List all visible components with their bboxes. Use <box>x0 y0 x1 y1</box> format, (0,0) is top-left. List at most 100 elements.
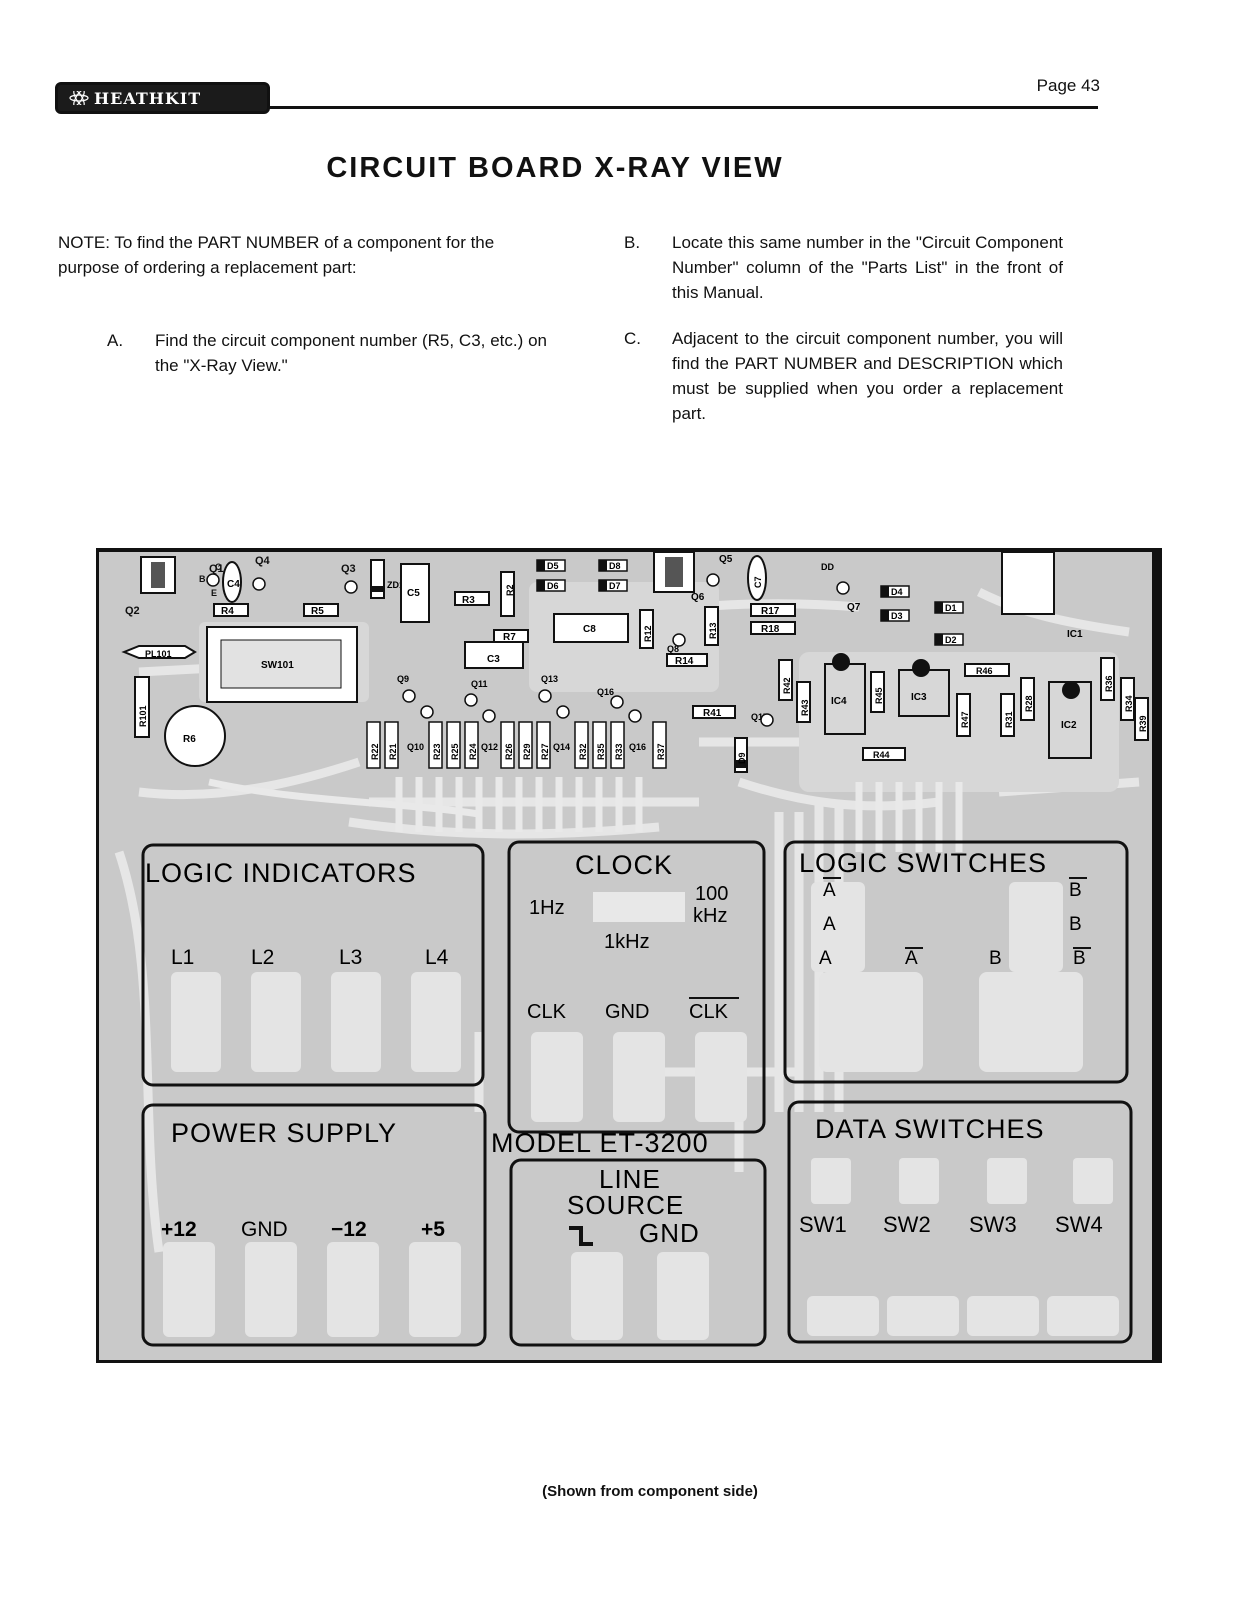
data-switch-sw3: SW3 <box>969 1212 1017 1237</box>
resistor-r3 <box>454 591 490 606</box>
label-c4: C4 <box>227 579 240 590</box>
capacitor-c5 <box>400 563 430 623</box>
resistor-r13 <box>704 606 719 646</box>
label-q3: Q3 <box>341 563 356 575</box>
resistor-r39 <box>1134 697 1149 741</box>
label-r46: R46 <box>976 666 993 676</box>
label-r28: R28 <box>1024 695 1034 712</box>
label-q16-top: Q16 <box>597 687 614 697</box>
label-r26: R26 <box>504 743 514 760</box>
clock-1hz: 1Hz <box>529 897 565 919</box>
switch-b-1: B <box>1069 914 1082 935</box>
resistor-r36 <box>1100 657 1115 701</box>
power-pin-minus12: −12 <box>331 1218 367 1241</box>
regulator-ic1-body <box>1001 551 1055 615</box>
label-r47: R47 <box>960 711 970 728</box>
logic-indicators-title: LOGIC INDICATORS <box>145 858 417 888</box>
pin-c: C <box>215 562 222 572</box>
step-c-text: Adjacent to the circuit component number… <box>672 329 1063 423</box>
label-r25: R25 <box>450 743 460 760</box>
label-r34: R34 <box>1124 695 1134 712</box>
resistor-r44 <box>862 747 906 761</box>
label-c8: C8 <box>583 624 596 635</box>
capacitor-c4 <box>222 561 242 603</box>
label-q12: Q12 <box>481 742 498 752</box>
label-r17: R17 <box>761 606 780 617</box>
switch-a-2: A <box>819 948 832 969</box>
label-q9: Q9 <box>397 674 409 684</box>
label-d3: D3 <box>891 611 903 621</box>
label-dd: DD <box>821 562 834 572</box>
label-r6: R6 <box>183 734 196 745</box>
line-source-gnd: GND <box>639 1218 700 1248</box>
resistor-r18 <box>750 621 796 635</box>
power-supply-section: POWER SUPPLY +12 GND −12 +5 <box>141 1103 487 1347</box>
clock-1khz: 1kHz <box>604 931 650 953</box>
resistor-r17 <box>750 603 796 617</box>
label-r33: R33 <box>614 743 624 760</box>
header-rule <box>268 106 1098 109</box>
switch-a-1: A <box>823 914 836 935</box>
power-pin-plus5: +5 <box>421 1218 445 1241</box>
label-q4: Q4 <box>255 555 271 567</box>
data-switches-title: DATA SWITCHES <box>815 1114 1045 1144</box>
capacitor-c8 <box>553 613 629 643</box>
indicator-l4: L4 <box>425 946 449 969</box>
label-r7: R7 <box>503 632 516 643</box>
label-r4: R4 <box>221 606 234 617</box>
switch-a-bar-1: A <box>823 880 836 901</box>
label-ic1: IC1 <box>1067 629 1083 640</box>
label-c3: C3 <box>487 654 500 665</box>
switch-a-bar-2: A <box>905 948 918 969</box>
label-q17: Q17 <box>751 712 768 722</box>
resistor-r101 <box>134 676 150 738</box>
data-switch-sw2: SW2 <box>883 1212 931 1237</box>
label-r32: R32 <box>578 743 588 760</box>
lower-traces <box>208 777 963 852</box>
label-r14: R14 <box>675 656 694 667</box>
label-r3: R3 <box>462 595 475 606</box>
line-source-section: LINE SOURCE GND <box>509 1158 767 1347</box>
label-q5: Q5 <box>719 554 733 565</box>
step-a: A. Find the circuit component number (R5… <box>107 328 547 378</box>
label-r22: R22 <box>370 743 380 760</box>
label-d1: D1 <box>945 603 957 613</box>
capacitor-c3 <box>464 641 524 669</box>
clock-pin-clk-bar: CLK <box>689 1001 729 1023</box>
resistor-r2 <box>500 571 515 617</box>
label-r36: R36 <box>1104 675 1114 692</box>
switch-b-2: B <box>989 948 1002 969</box>
clock-100khz-unit: kHz <box>693 905 727 927</box>
label-r39: R39 <box>1138 715 1148 732</box>
step-c: C. Adjacent to the circuit component num… <box>624 326 1063 426</box>
label-r41: R41 <box>703 708 722 719</box>
data-switch-sw4: SW4 <box>1055 1212 1103 1237</box>
page-number: Page 43 <box>1036 76 1100 95</box>
label-d2: D2 <box>945 635 957 645</box>
label-d7: D7 <box>609 581 621 591</box>
label-q2: Q2 <box>125 605 140 617</box>
step-a-text: Find the circuit component number (R5, C… <box>155 331 547 375</box>
resistor-r46 <box>964 663 1010 677</box>
line-source-line1: LINE <box>599 1164 661 1194</box>
data-switch-sw1: SW1 <box>799 1212 847 1237</box>
label-d5: D5 <box>547 561 559 571</box>
label-c5: C5 <box>407 588 420 599</box>
label-r27: R27 <box>540 743 550 760</box>
heathkit-logo: HEATHKIT <box>55 82 270 114</box>
label-sw101: SW101 <box>261 660 294 671</box>
data-switches-section: DATA SWITCHES SW1 SW2 SW3 SW4 <box>787 1100 1133 1344</box>
label-q1: Q1 <box>209 563 224 575</box>
resistor-r31 <box>1000 693 1015 737</box>
label-r42: R42 <box>782 677 792 694</box>
note-text: NOTE: To find the PART NUMBER of a compo… <box>58 233 495 277</box>
clock-section: CLOCK 1Hz 100 kHz 1kHz CLK GND CLK <box>507 840 766 1134</box>
resistor-r5 <box>303 603 339 617</box>
circuit-board-xray: Q1 Q2 Q3 Q4 C4 R4 R5 ZD1 C5 R3 R2 D5 D6 <box>96 548 1162 1363</box>
label-d9: D9 <box>737 752 747 764</box>
label-r21: R21 <box>388 743 398 760</box>
resistor-r41 <box>692 705 736 719</box>
label-d4: D4 <box>891 587 903 597</box>
switch-b-bar-2: B <box>1073 948 1086 969</box>
label-q16: Q16 <box>629 742 646 752</box>
